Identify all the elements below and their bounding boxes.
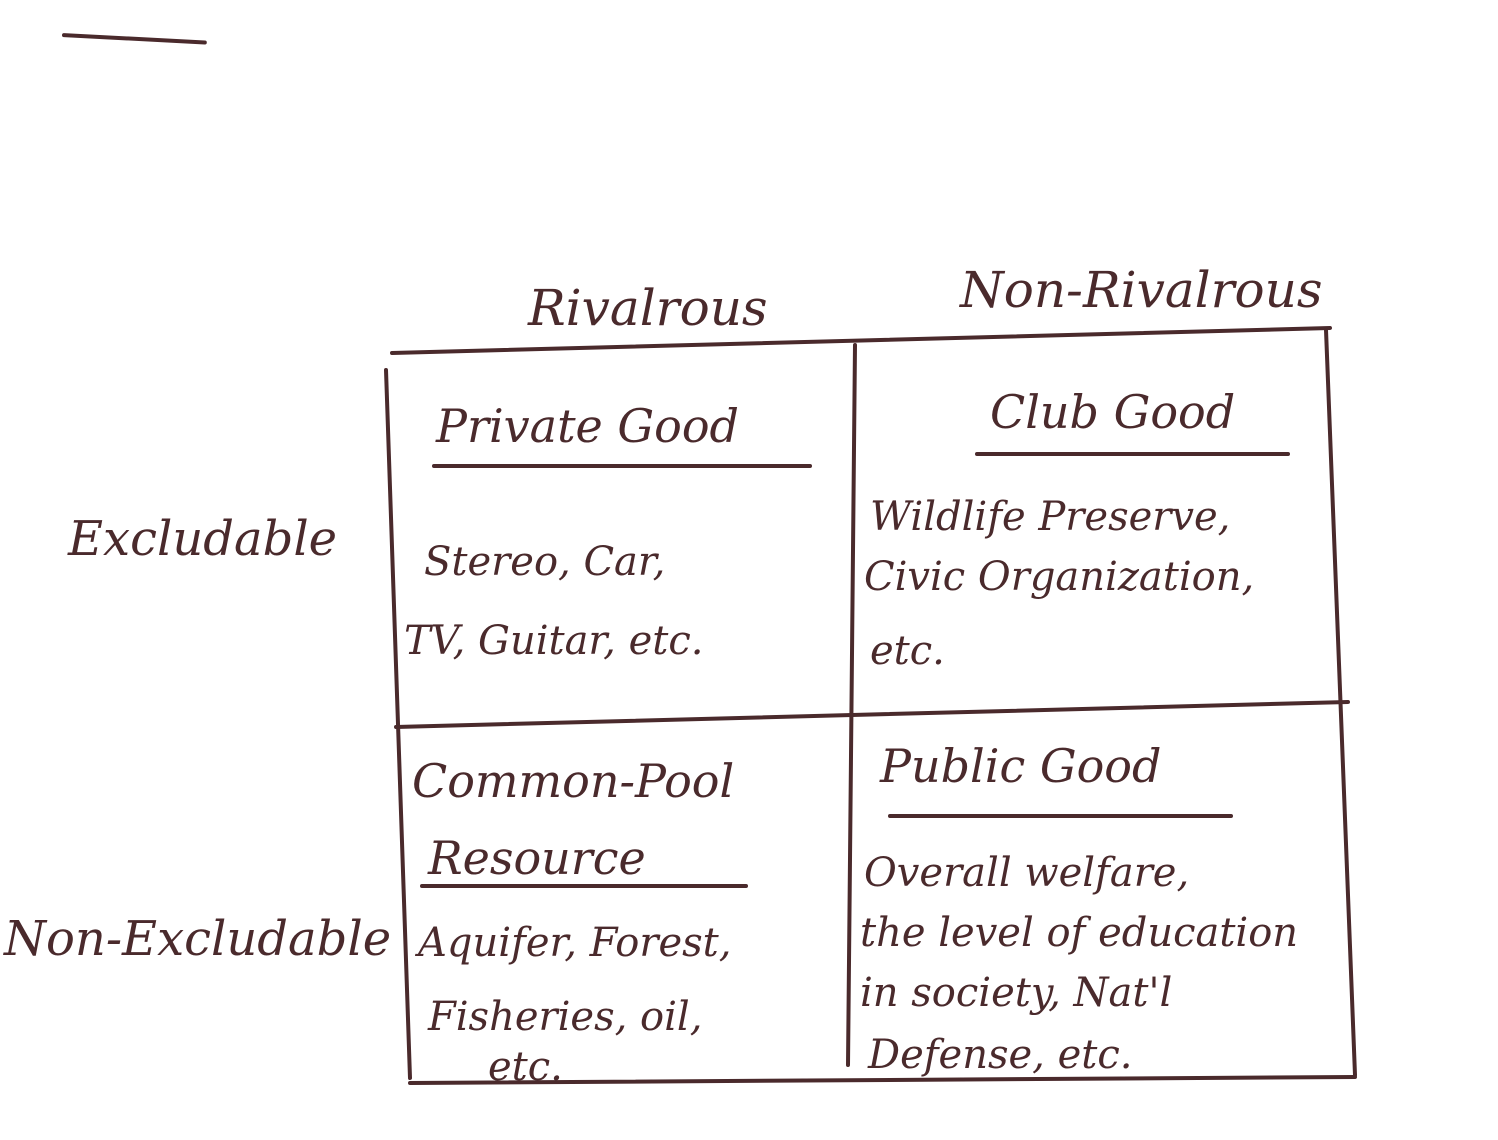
cell-text-line: Wildlife Preserve,: [870, 494, 1231, 540]
cell-text-line: etc.: [870, 628, 945, 674]
grid-middle-vertical: [846, 343, 857, 1067]
grid-bottom-border: [408, 1075, 1357, 1085]
cell-text-line: Civic Organization,: [864, 554, 1255, 600]
title-underline: [888, 814, 1233, 818]
cell-text-line: Defense, etc.: [868, 1032, 1133, 1078]
cell-text-line: TV, Guitar, etc.: [404, 618, 704, 664]
cell-title-club-good: Club Good: [990, 385, 1236, 439]
cell-text-line: Stereo, Car,: [424, 539, 666, 585]
cell-text-line: Aquifer, Forest,: [418, 920, 732, 966]
title-underline: [975, 452, 1290, 456]
cell-text-line: etc.: [488, 1044, 563, 1090]
cell-title-common-pool: Common-Pool: [412, 754, 735, 808]
cell-text-line: the level of education: [860, 910, 1299, 956]
title-underline: [420, 884, 748, 888]
column-header-rivalrous: Rivalrous: [528, 279, 768, 337]
row-header-excludable: Excludable: [68, 511, 338, 567]
cell-title-private-good: Private Good: [436, 399, 739, 453]
cell-text-line: in society, Nat'l: [860, 970, 1173, 1016]
cell-text-line: Fisheries, oil,: [428, 994, 703, 1040]
column-header-non-rivalrous: Non-Rivalrous: [960, 261, 1323, 319]
grid-top-border: [390, 326, 1332, 355]
row-header-non-excludable: Non-Excludable: [4, 911, 392, 967]
grid-left-border: [384, 368, 412, 1080]
cell-title-public-good: Public Good: [880, 739, 1162, 793]
cell-title-resource: Resource: [428, 831, 646, 885]
grid-middle-horizontal: [394, 700, 1350, 729]
cell-text-line: Overall welfare,: [864, 850, 1190, 896]
title-underline: [432, 464, 812, 468]
